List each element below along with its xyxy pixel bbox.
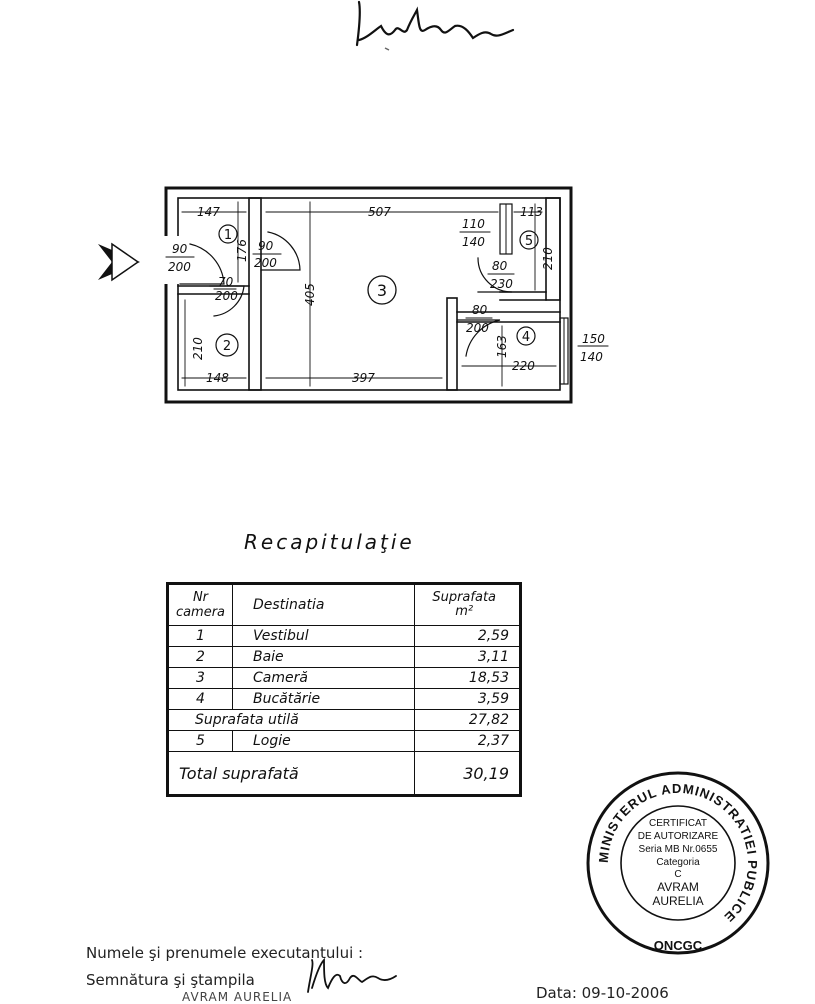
stamp-line: Categoria <box>656 857 700 868</box>
table-row: 3 Cameră 18,53 <box>167 667 521 689</box>
stamp-line: AVRAM <box>657 880 699 894</box>
dim-200-kitchen: 200 <box>466 321 489 335</box>
dim-140: 140 <box>462 235 485 249</box>
room-5-label: 5 <box>525 234 533 249</box>
room-1-label: 1 <box>224 228 232 243</box>
dim-163: 163 <box>495 335 509 358</box>
table-row-total: Total suprafată 30,19 <box>166 751 521 796</box>
header-camera: camera <box>175 605 226 620</box>
room-4-label: 4 <box>522 330 530 345</box>
stamp-line: CERTIFICAT <box>649 818 707 829</box>
dim-405: 405 <box>303 283 317 306</box>
room-2-label: 2 <box>223 339 231 354</box>
table-row-logie: 5 Logie 2,37 <box>167 730 521 752</box>
dim-150: 150 <box>582 332 605 346</box>
dim-80-b: 80 <box>472 303 488 317</box>
dim-70: 70 <box>218 275 234 289</box>
table-row: 4 Bucătărie 3,59 <box>167 688 521 710</box>
recap-title: Recapitulaţie <box>244 530 415 554</box>
official-stamp: MINISTERUL ADMINISTRATIEI PUBLICE ONCGC … <box>586 771 770 955</box>
stamp-line: AURELIA <box>652 894 703 908</box>
dim-110: 110 <box>462 217 485 231</box>
table-row: 2 Baie 3,11 <box>167 646 521 668</box>
footer-name-cut: AVRAM AURELIA <box>182 990 293 1004</box>
stamp-bottom-text: ONCGC <box>654 938 703 953</box>
footer-signature <box>307 958 397 993</box>
dim-200-bath: 200 <box>215 289 238 303</box>
room-3-label: 3 <box>377 281 387 300</box>
header-unit: m² <box>455 604 474 619</box>
top-signature <box>355 0 515 51</box>
stamp-line: Seria MB Nr.0655 <box>639 844 718 855</box>
dim-507: 507 <box>368 205 391 219</box>
dim-148: 148 <box>206 371 229 385</box>
dim-230: 230 <box>490 277 513 291</box>
stamp-line: C <box>674 869 681 880</box>
dim-220: 220 <box>512 359 535 373</box>
header-destinatia: Destinatia <box>231 583 416 626</box>
table-row: 1 Vestibul 2,59 <box>167 625 521 647</box>
dim-90-left: 90 <box>172 242 188 256</box>
table-header-row: Nr camera Destinatia Suprafata m² <box>167 583 521 626</box>
recap-table: Nr camera Destinatia Suprafata m² 1 Vest… <box>166 582 522 797</box>
dim-210-left: 210 <box>191 337 205 360</box>
dim-200-left: 200 <box>168 260 191 274</box>
footer-name-label: Numele şi prenumele executantului : <box>86 944 364 962</box>
header-nr: Nr <box>192 590 209 605</box>
footer-signature-label: Semnătura şi ştampila <box>86 971 255 989</box>
dim-140-right: 140 <box>580 350 603 364</box>
footer-date: Data: 09-10-2006 <box>536 984 669 1002</box>
dim-210-right: 210 <box>541 247 555 270</box>
header-suprafata: Suprafata <box>432 590 497 605</box>
dim-80-a: 80 <box>492 259 508 273</box>
table-row-util: Suprafata utilă 27,82 <box>166 709 521 731</box>
dim-90-mid: 90 <box>258 239 274 253</box>
dim-113: 113 <box>520 205 543 219</box>
dim-397: 397 <box>352 371 375 385</box>
entrance-arrow-icon <box>98 242 140 282</box>
stamp-line: DE AUTORIZARE <box>638 831 719 842</box>
dim-176: 176 <box>235 239 249 262</box>
dim-147: 147 <box>197 205 220 219</box>
dim-200-mid: 200 <box>254 256 277 270</box>
